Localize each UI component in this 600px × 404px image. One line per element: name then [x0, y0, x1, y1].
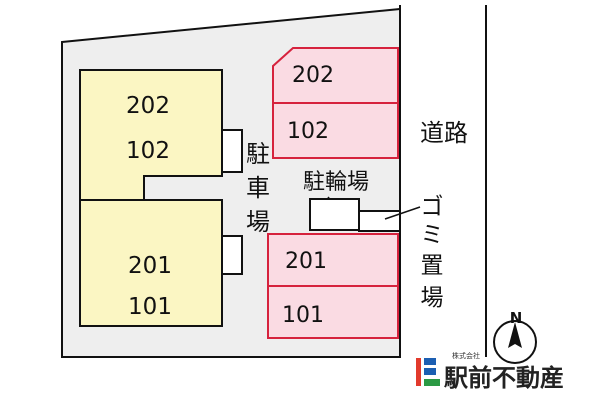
bicycle-parking-box — [309, 198, 360, 231]
road-label: 道路 — [420, 119, 468, 147]
unit-label-yellow-201: 201 — [128, 253, 172, 279]
parking-label: 駐 車 場 — [246, 140, 270, 236]
logo-company-small: 株式会社 — [452, 351, 480, 360]
logo-bar-red — [416, 358, 421, 386]
garbage-pointer-line — [384, 206, 421, 220]
garbage-box — [358, 210, 401, 232]
compass-north-label: N — [510, 309, 523, 327]
unit-label-pink-102: 102 — [287, 119, 329, 144]
company-logo: 株式会社 駅前不動産 — [416, 351, 564, 392]
logo-bar-green — [424, 379, 440, 386]
unit-label-yellow-101: 101 — [128, 294, 172, 320]
compass-needle-icon — [508, 322, 522, 348]
unit-label-pink-202: 202 — [292, 63, 334, 88]
unit-label-yellow-102: 102 — [126, 138, 170, 164]
logo-bar-blue-top — [424, 358, 436, 365]
meter-box-top — [221, 129, 243, 173]
unit-label-yellow-202: 202 — [126, 93, 170, 119]
logo-company-name: 駅前不動産 — [444, 364, 564, 392]
logo-bar-blue-mid — [424, 368, 436, 375]
garbage-label-char: 置 — [421, 253, 444, 279]
garbage-label-char: 場 — [421, 285, 444, 311]
garbage-label: ゴ ミ 置 場 — [421, 194, 444, 311]
unit-label-pink-201: 201 — [285, 249, 327, 274]
bicycle-parking-label: 駐輪場 — [303, 170, 369, 195]
parking-label-char: 駐 — [246, 140, 270, 168]
parking-label-char: 場 — [246, 208, 270, 236]
unit-label-pink-101: 101 — [282, 303, 324, 328]
meter-box-bottom — [221, 235, 243, 275]
compass: N — [493, 309, 537, 364]
parking-label-char: 車 — [246, 174, 270, 202]
garbage-label-char: ゴ — [421, 194, 444, 220]
garbage-label-char: ミ — [421, 222, 444, 248]
